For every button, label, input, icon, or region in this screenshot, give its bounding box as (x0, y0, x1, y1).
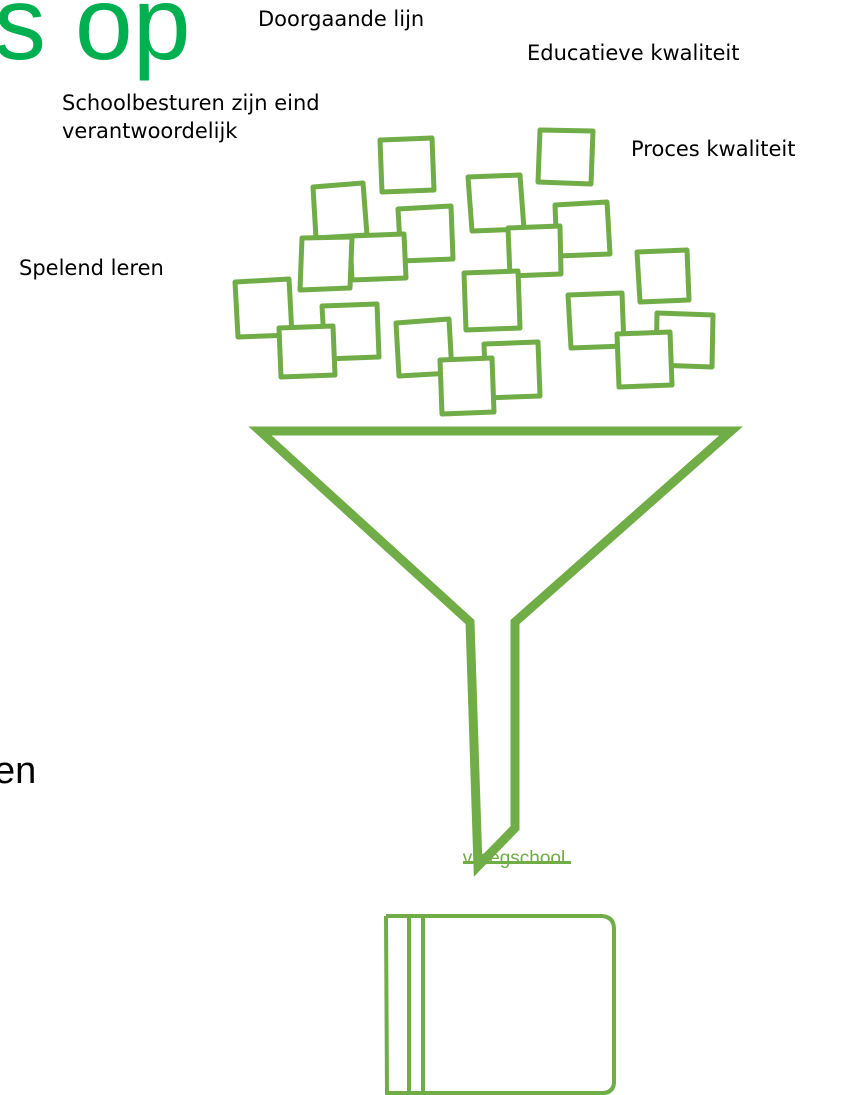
label-schoolbesturen: Schoolbesturen zijn eind verantwoordelij… (62, 89, 320, 146)
sticky-note-icon (634, 247, 692, 305)
label-educatieve-kwaliteit: Educatieve kwaliteit (527, 41, 740, 65)
label-doorgaande-lijn: Doorgaande lijn (258, 7, 425, 31)
book-title-line (463, 861, 571, 864)
funnel-icon (248, 426, 743, 877)
label-spelend-leren: Spelend leren (19, 256, 164, 280)
sticky-note-icon (437, 355, 497, 417)
sticky-note-icon (535, 127, 596, 187)
sticky-note-icon (377, 135, 437, 195)
label-proces-kwaliteit: Proces kwaliteit (631, 137, 796, 161)
sticky-note-icon (310, 180, 370, 241)
slide-title-fragment: s op (0, 0, 191, 82)
sticky-notes-group (232, 127, 716, 417)
sticky-note-icon (465, 172, 527, 234)
body-text-fragment: en (0, 750, 37, 792)
sticky-note-icon (347, 231, 409, 283)
label-schoolbesturen-line-1: Schoolbesturen zijn eind (62, 91, 320, 115)
label-schoolbesturen-line-2: verantwoordelijk (62, 119, 238, 144)
book-title: vroegschool (462, 848, 566, 869)
sticky-note-icon (505, 223, 564, 279)
sticky-note-icon (552, 199, 613, 259)
sticky-note-icon (297, 234, 355, 293)
sticky-note-icon (276, 323, 338, 380)
sticky-note-icon (461, 268, 523, 333)
book-icon (384, 914, 616, 1095)
sticky-note-icon (614, 329, 675, 390)
